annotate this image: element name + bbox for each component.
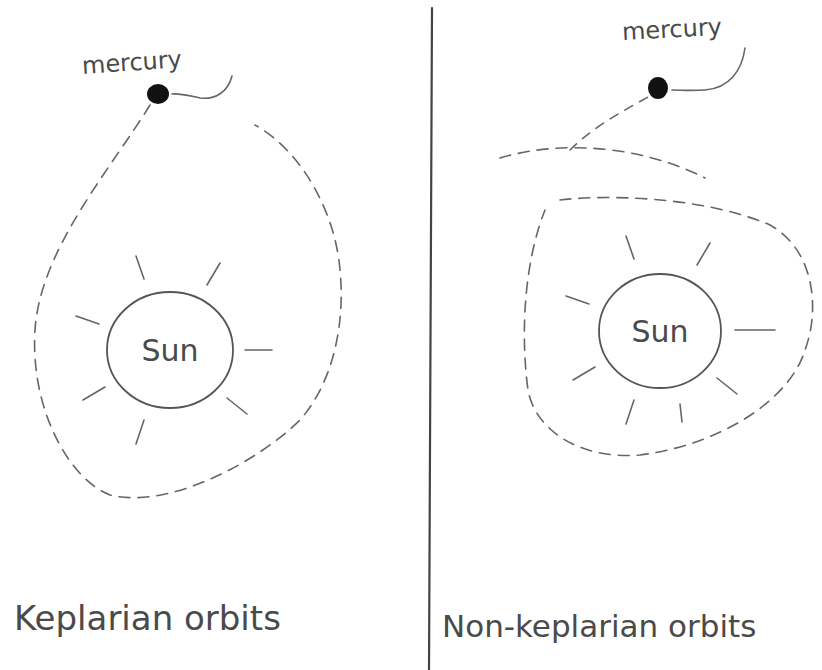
sun-ray xyxy=(626,400,634,424)
leader-line xyxy=(672,48,745,90)
sun-circle: Sun xyxy=(597,272,723,390)
sun-ray xyxy=(76,316,99,324)
sun-ray xyxy=(717,378,737,394)
node-label: Sun xyxy=(141,333,198,368)
orbit-path xyxy=(500,148,705,178)
sun-ray xyxy=(227,398,247,414)
panel-caption: Keplarian orbits xyxy=(14,598,281,638)
sun-outline xyxy=(599,274,721,388)
sun-ray xyxy=(626,236,634,259)
sun-ray xyxy=(680,404,682,422)
sun-circle: Sun xyxy=(105,290,235,410)
planet-dot xyxy=(648,77,668,99)
sun-outline xyxy=(107,292,233,408)
sun-ray xyxy=(136,420,144,444)
planet-dot xyxy=(147,84,169,104)
sun-ray xyxy=(697,243,710,265)
planet-label: mercury xyxy=(621,13,722,46)
sun-ray xyxy=(245,349,272,351)
sun-ray xyxy=(207,263,220,285)
panel-caption: Non-keplarian orbits xyxy=(442,608,756,644)
divider-line xyxy=(429,8,432,670)
sun-ray xyxy=(566,296,589,304)
orbit-path xyxy=(35,105,342,498)
sun-ray xyxy=(83,387,105,400)
orbit-path xyxy=(570,96,650,150)
sun-ray xyxy=(136,256,144,279)
node-label: Sun xyxy=(631,314,688,349)
sun-ray xyxy=(573,367,595,380)
sun-ray xyxy=(735,329,775,331)
planet-label: mercury xyxy=(81,45,183,80)
orbit-path xyxy=(524,198,812,456)
leader-line xyxy=(172,76,232,98)
